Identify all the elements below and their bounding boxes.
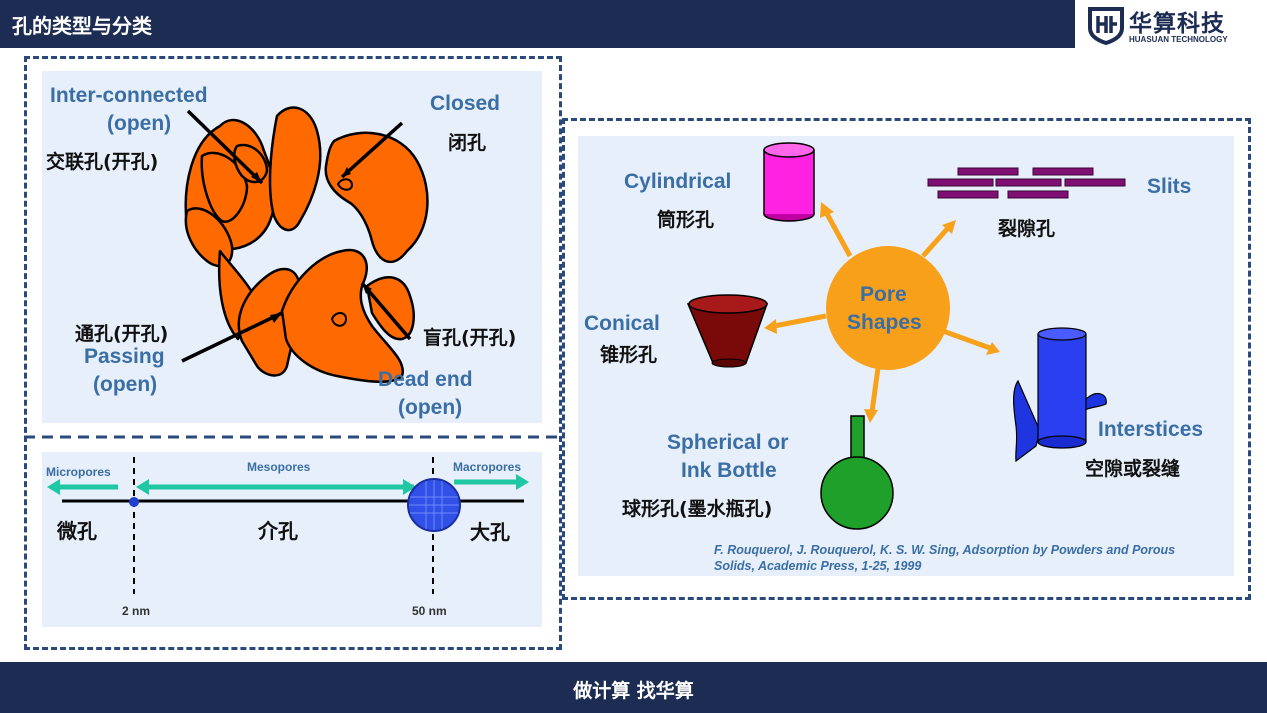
- center-label-1: Pore: [860, 283, 907, 306]
- frame-divider: [24, 435, 560, 439]
- logo-mark-icon: [1088, 7, 1124, 46]
- tick-2nm-label: 2 nm: [122, 604, 151, 618]
- interstices-label: Interstices: [1098, 418, 1204, 441]
- micropores-label: Micropores: [46, 465, 111, 479]
- tick-50nm-label: 50 nm: [412, 604, 447, 618]
- page-title: 孔的类型与分类: [12, 14, 152, 38]
- interconnected-cn-label: 交联孔(开孔): [46, 151, 159, 173]
- logo-name: 华算科技: [1129, 11, 1225, 37]
- passing-label-1: Passing: [84, 345, 165, 368]
- interconnected-label-2: (open): [107, 112, 172, 135]
- interstices-cn-label: 空隙或裂缝: [1085, 458, 1181, 480]
- pore-shapes-frame: [562, 118, 1251, 600]
- mesopores-label: Mesopores: [247, 460, 311, 474]
- header-bar: 孔的类型与分类: [0, 0, 1075, 48]
- deadend-cn-label: 盲孔(开孔): [423, 327, 517, 349]
- center-label-2: Shapes: [847, 311, 922, 334]
- closed-label: Closed: [430, 92, 501, 115]
- footer-slogan: 做计算 找华算: [573, 680, 694, 702]
- slits-cn-label: 裂隙孔: [998, 218, 1056, 240]
- spherical-cn-label: 球形孔(墨水瓶孔): [622, 498, 773, 520]
- macropores-label: Macropores: [453, 460, 522, 474]
- slits-label: Slits: [1147, 175, 1192, 198]
- company-logo: 华算科技 HUASUAN TECHNOLOGY: [1085, 4, 1263, 46]
- cylindrical-cn-label: 筒形孔: [657, 209, 715, 231]
- closed-cn-label: 闭孔: [448, 132, 487, 154]
- passing-label-2: (open): [93, 373, 158, 396]
- spherical-label-2: Ink Bottle: [681, 459, 777, 482]
- macro-cn-label: 大孔: [470, 520, 510, 544]
- meso-cn-label: 介孔: [258, 519, 298, 543]
- pore-types-frame: [24, 56, 562, 650]
- citation-line-1: F. Rouquerol, J. Rouquerol, K. S. W. Sin…: [714, 543, 1176, 557]
- deadend-label-1: Dead end: [378, 368, 473, 391]
- pore-shapes-diagram: [686, 142, 1126, 530]
- interconnected-label-1: Inter-connected: [50, 84, 208, 107]
- citation-line-2: Solids, Academic Press, 1-25, 1999: [714, 559, 922, 573]
- cylindrical-label: Cylindrical: [624, 170, 732, 193]
- logo-subtitle: HUASUAN TECHNOLOGY: [1129, 35, 1228, 44]
- conical-label: Conical: [584, 312, 660, 335]
- micro-cn-label: 微孔: [57, 519, 97, 543]
- pore-size-scale: [47, 457, 529, 594]
- conical-cn-label: 锥形孔: [600, 344, 658, 366]
- footer-bar: 做计算 找华算: [0, 662, 1267, 713]
- spherical-label-1: Spherical or: [667, 431, 789, 454]
- passing-cn-label: 通孔(开孔): [75, 323, 169, 345]
- deadend-label-2: (open): [398, 396, 463, 419]
- citation: F. Rouquerol, J. Rouquerol, K. S. W. Sin…: [714, 542, 1234, 574]
- porous-solid-diagram: [181, 106, 429, 384]
